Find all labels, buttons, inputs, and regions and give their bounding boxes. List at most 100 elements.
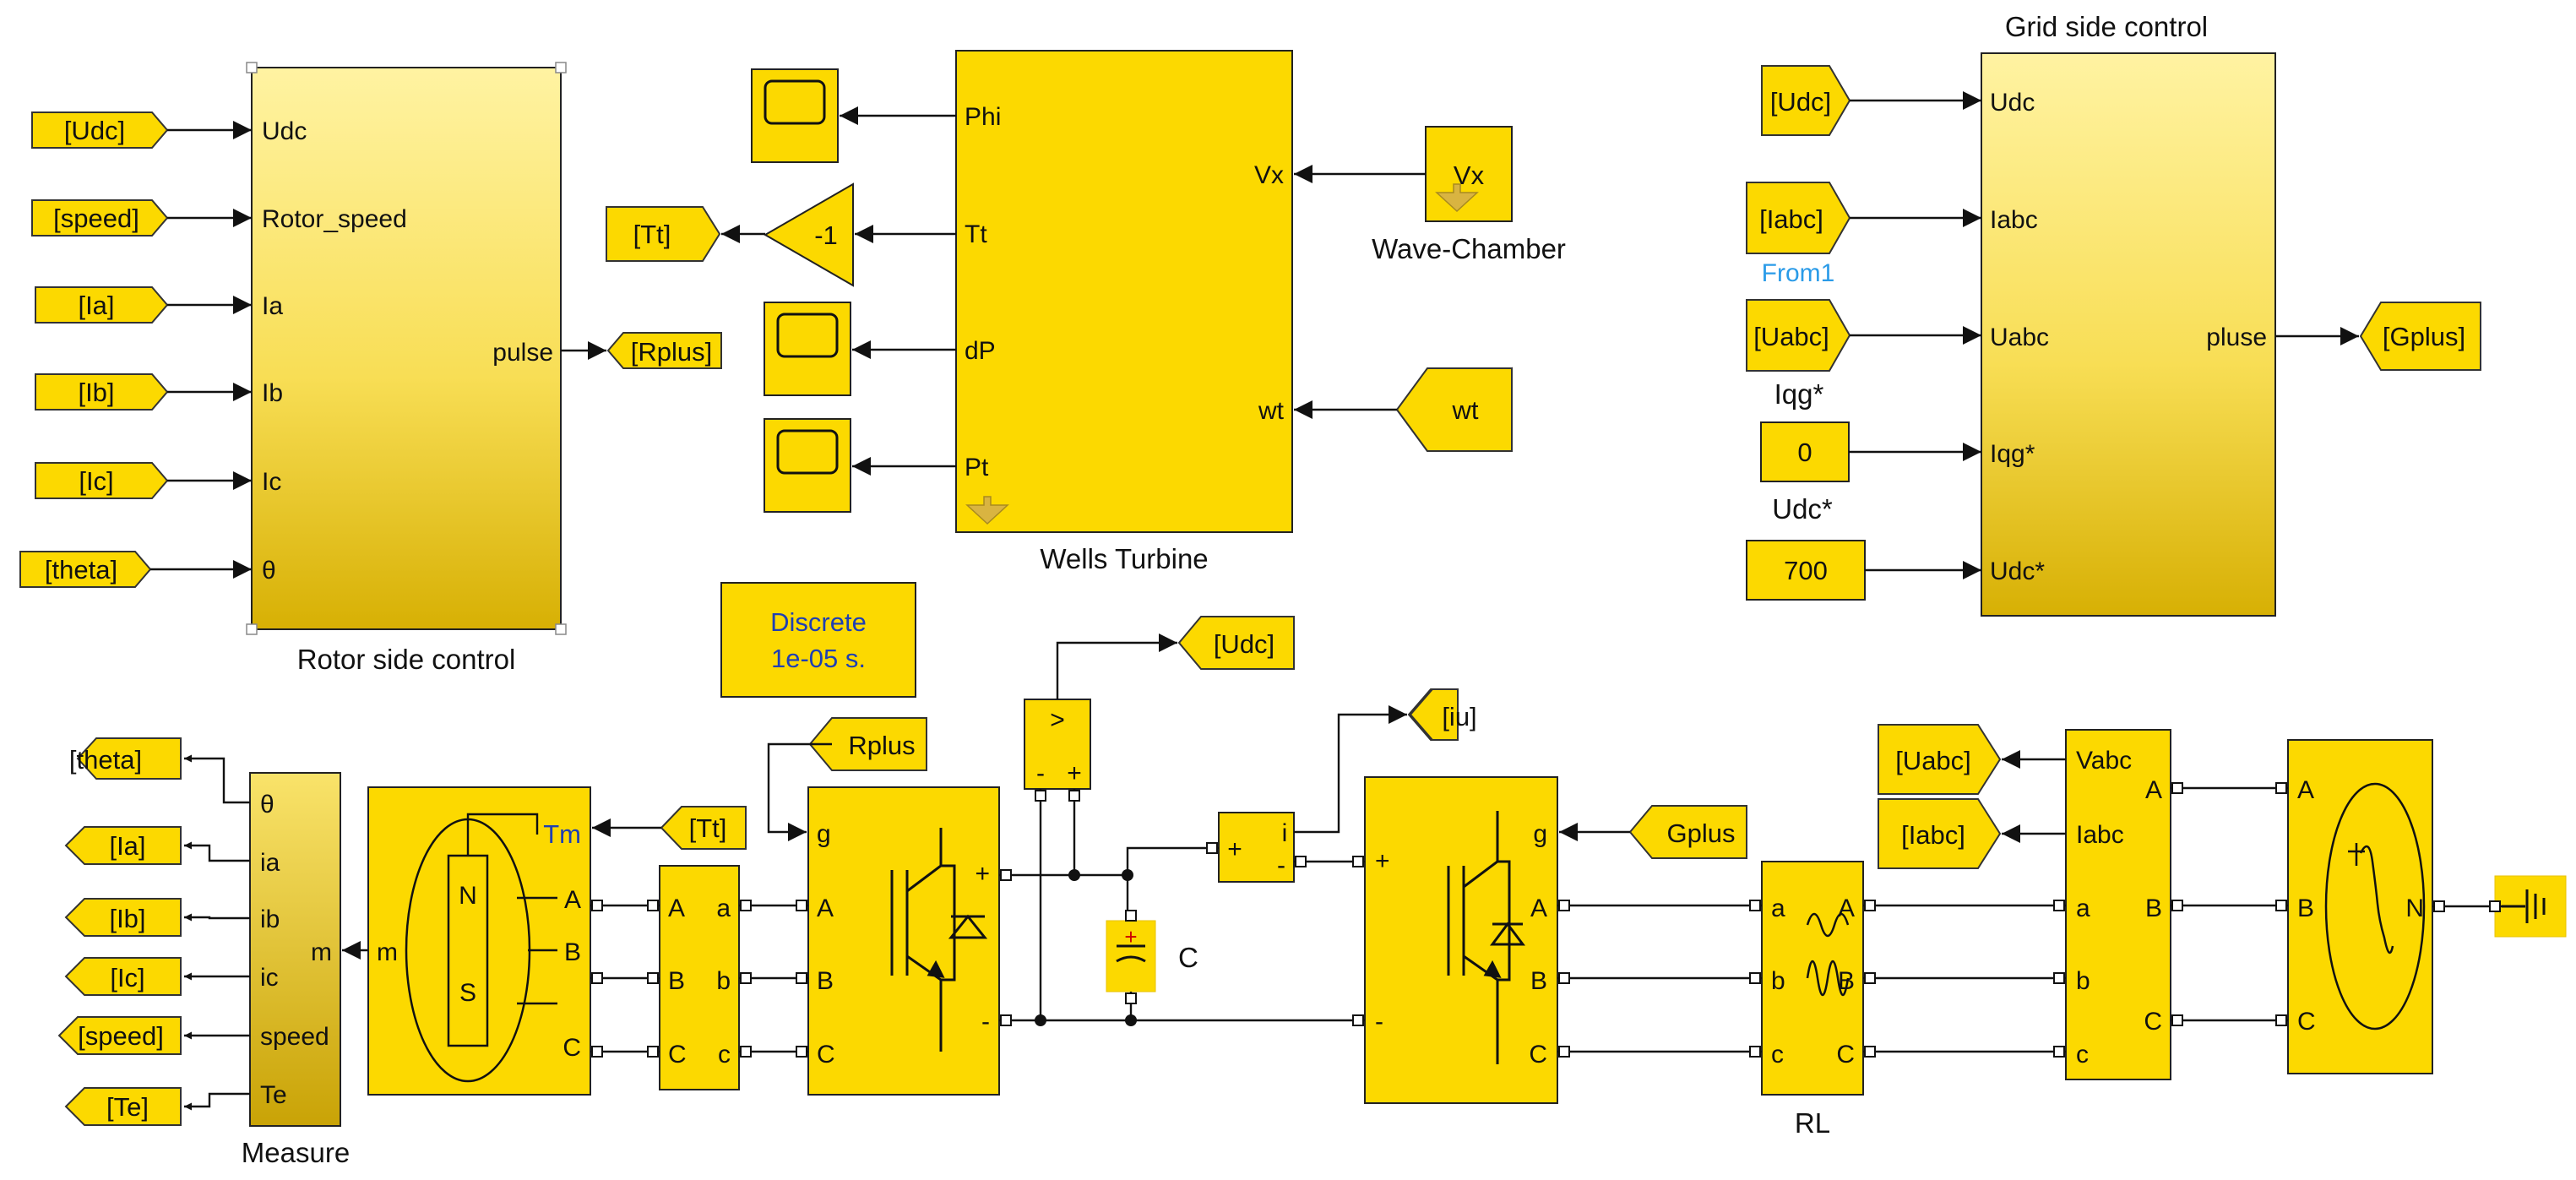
three-phase-connector-block[interactable]: A B C a b c (659, 865, 740, 1090)
svg-text:b: b (2076, 967, 2090, 995)
svg-text:A: A (1838, 895, 1855, 922)
svg-text:B: B (1838, 967, 1855, 995)
down-arrow-icon (965, 496, 1009, 525)
svg-text:C: C (668, 1041, 687, 1069)
svg-text:+: + (1227, 835, 1242, 863)
rotor-converter-port-a: A (817, 895, 834, 922)
scope-dp[interactable] (764, 302, 851, 396)
measure-in-m: m (311, 938, 332, 966)
goto-tag-udc-dc[interactable]: [Udc] (1177, 616, 1295, 670)
vi-measurement-block[interactable]: Vabc Iabc a b c A B C (2065, 729, 2171, 1080)
from-tag-rplus-converter[interactable]: Rplus (808, 717, 927, 771)
grid-input-udc: Udc (1990, 89, 2035, 117)
wells-port-tt: Tt (965, 220, 987, 248)
powergui-block[interactable]: Discrete 1e-05 s. (720, 582, 916, 698)
machine-rotor-icon (447, 854, 489, 1047)
goto-tag-ic-measure[interactable]: [Ic] (64, 957, 182, 996)
dc-current-measurement-block[interactable]: + - i (1218, 812, 1295, 883)
from-tag-iabc-grid[interactable]: [Iabc] From1 (1746, 182, 1851, 287)
goto-tag-gplus[interactable]: [Gplus] (2359, 302, 2481, 371)
wells-wires (721, 106, 1426, 476)
svg-text:A: A (2145, 776, 2162, 804)
svg-text:[Rplus]: [Rplus] (631, 337, 712, 367)
capacitor-label: C (1178, 942, 1198, 973)
connection-ports (591, 782, 2501, 1058)
svg-text:[Ib]: [Ib] (109, 904, 145, 933)
from-block-label: From1 (1762, 259, 1835, 287)
dc-voltage-measurement-block[interactable]: > - + (1024, 699, 1091, 790)
wave-chamber-block[interactable]: Vx Wave-Chamber (1372, 126, 1566, 264)
rotor-converter-block[interactable]: g A B C + - (807, 786, 1000, 1096)
measure-out-ic: ic (260, 964, 279, 992)
svg-text:B: B (2297, 895, 2314, 922)
from-tag-wt[interactable]: wt (1395, 367, 1513, 452)
svg-text:[Iabc]: [Iabc] (1759, 204, 1823, 234)
svg-text:[Iabc]: [Iabc] (1901, 820, 1965, 850)
grid-converter-port-minus: - (1375, 1008, 1383, 1036)
from-tag-speed-rotor[interactable]: [speed] (31, 199, 169, 237)
scope-phi[interactable] (751, 68, 839, 163)
goto-tag-uabc-vi[interactable]: [Uabc] (1878, 724, 2002, 795)
svg-text:C: C (2144, 1008, 2162, 1036)
svg-text:[Udc]: [Udc] (64, 116, 125, 145)
svg-text:-: - (1036, 759, 1045, 787)
svg-text:N: N (459, 882, 477, 910)
wells-port-phi: Phi (965, 103, 1001, 131)
vi-port-vabc: Vabc (2076, 747, 2132, 775)
from-tag-ia-rotor[interactable]: [Ia] (35, 286, 169, 324)
machine-port-b: B (564, 938, 581, 966)
three-phase-source-block[interactable]: A B C N (2287, 739, 2433, 1074)
from-tag-ic-rotor[interactable]: [Ic] (35, 462, 169, 499)
gain-block-minus-one[interactable]: -1 (763, 182, 854, 287)
goto-tag-tt[interactable]: [Tt] (606, 206, 721, 262)
rotor-input-theta: θ (262, 557, 276, 585)
scope-icon (776, 313, 839, 358)
wells-turbine-block[interactable]: Phi Tt dP Pt Vx wt Wells Turbine (955, 50, 1293, 574)
from-tag-theta-rotor[interactable]: [theta] (19, 551, 152, 588)
svg-text:C: C (2297, 1008, 2316, 1036)
dc-link-capacitor[interactable]: + C (1106, 920, 1198, 992)
from-tag-udc-rotor[interactable]: [Udc] (31, 111, 169, 149)
goto-tag-te-measure[interactable]: [Te] (64, 1087, 182, 1126)
goto-tag-speed-measure[interactable]: [speed] (57, 1016, 182, 1055)
from-tag-ib-rotor[interactable]: [Ib] (35, 373, 169, 411)
rl-filter-block[interactable]: a b c A B C RL (1761, 861, 1864, 1139)
rotor-output-pulse: pulse (492, 339, 553, 367)
ac-source-icon (2324, 782, 2426, 1030)
goto-tag-rplus[interactable]: [Rplus] (606, 332, 722, 369)
goto-tag-ib-measure[interactable]: [Ib] (64, 898, 182, 937)
from-tag-gplus-converter[interactable]: Gplus (1628, 805, 1747, 859)
from-tag-uabc-grid[interactable]: [Uabc] (1746, 299, 1851, 372)
svg-text:a: a (2076, 895, 2090, 922)
svg-text:[Uabc]: [Uabc] (1753, 322, 1829, 351)
svg-text:B: B (2145, 895, 2162, 922)
dfig-machine-block[interactable]: N S Tm m A B C (367, 786, 591, 1096)
goto-tag-theta-measure[interactable]: [theta] (69, 737, 182, 780)
from-tag-tt-machine[interactable]: [Tt] (660, 806, 747, 850)
svg-text:[Ib]: [Ib] (78, 378, 114, 407)
grid-side-control-subsystem[interactable]: Grid side control Udc Iabc Uabc Iqg* Udc… (1981, 11, 2276, 617)
rotor-input-ia: Ia (262, 292, 283, 320)
from-tag-udc-grid[interactable]: [Udc] (1761, 65, 1851, 136)
goto-tag-ia-measure[interactable]: [Ia] (64, 826, 182, 865)
grid-converter-port-b: B (1530, 967, 1547, 995)
svg-text:[Uabc]: [Uabc] (1895, 746, 1971, 775)
constant-udc-ref-label: Udc* (1772, 493, 1833, 525)
scope-pt[interactable] (764, 418, 851, 513)
svg-text:[Ic]: [Ic] (110, 963, 144, 992)
wire-rplus-to-converter (767, 742, 832, 841)
goto-tag-iabc-vi[interactable]: [Iabc] (1878, 798, 2002, 869)
svg-text:-1: -1 (814, 220, 838, 250)
grid-input-udc-ref: Udc* (1990, 557, 2045, 585)
constant-udc-ref[interactable]: Udc* 700 (1746, 493, 1866, 601)
ground-block[interactable] (2494, 875, 2567, 938)
constant-iqg[interactable]: Iqg* 0 (1760, 378, 1850, 482)
measure-demux-block[interactable]: θ ia ib ic speed Te m Measure (242, 772, 350, 1168)
grid-converter-block[interactable]: + - g A B C (1364, 776, 1558, 1104)
constant-iqg-label: Iqg* (1774, 378, 1824, 410)
machine-port-a: A (564, 886, 581, 914)
rotor-side-control-subsystem[interactable]: Udc Rotor_speed Ia Ib Ic θ pulse Rotor s… (246, 62, 567, 675)
rotor-converter-port-plus: + (975, 860, 990, 888)
goto-tag-iu[interactable]: [iu] (1407, 688, 1477, 741)
svg-text:[speed]: [speed] (53, 204, 139, 233)
